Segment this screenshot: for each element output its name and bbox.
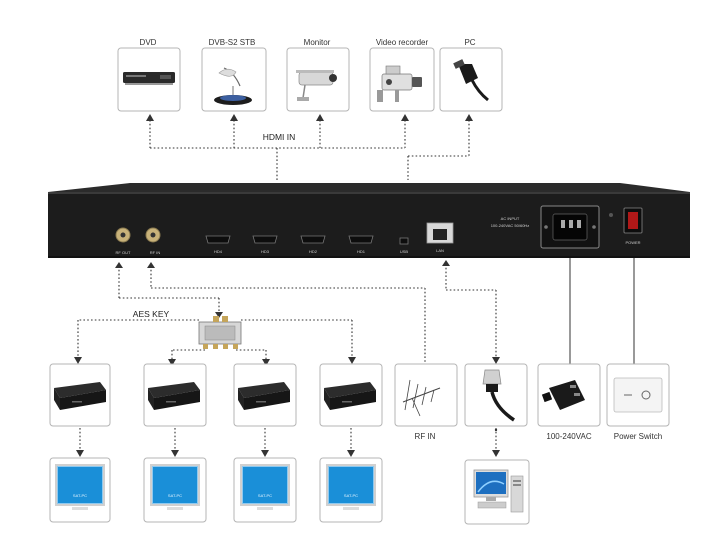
rf-in-port: RF IN [145,227,161,255]
tv-icon: SAT-PC [150,464,200,510]
set-top-box-4 [319,363,383,427]
tv-2: SAT-PC [143,457,207,523]
set-top-box-icon [148,382,200,410]
tv-icon: SAT-PC [240,464,290,510]
power-switch-label: Power Switch [614,432,662,441]
tv-1: SAT-PC [49,457,111,523]
power-connections [569,258,635,364]
hdmi-cable-icon [453,59,489,102]
tv-screen-text: SAT-PC [168,493,182,498]
power-switch-icon [613,377,663,413]
hdmi-port-3-label: HD3 [261,249,270,254]
rf-out-port: RF OUT [115,227,131,255]
aes-key-label: AES KEY [133,309,170,319]
tv-icon: SAT-PC [326,464,376,510]
source-label-stb: DVB-S2 STB [209,38,256,47]
peripheral-rf-in: RF IN [394,363,458,441]
power-plug-icon [541,380,585,410]
set-top-box-1 [49,363,111,427]
power-switch-port: POWER [623,207,643,245]
hdmi-port-4-label: HD4 [214,249,223,254]
power-label: POWER [625,240,640,245]
ethernet-cable-icon [482,369,515,422]
set-top-box-2 [143,363,207,427]
source-dvb-s2-stb: DVB-S2 STB [201,38,267,112]
hdmi-in-connections [146,114,473,180]
hdmi-in-label: HDMI IN [263,132,296,142]
tv-screen-text: SAT-PC [344,493,358,498]
rf-splitter-icon [198,316,242,349]
security-camera-icon [296,70,337,101]
source-label-pc: PC [464,38,475,47]
video-recorder-icon [377,65,422,102]
set-top-box-icon [54,382,106,410]
stb-to-tv-connections [76,428,355,457]
hdmi-port-2-label: HD2 [309,249,318,254]
rf-out-label: RF OUT [116,250,131,255]
splitter-outputs [74,319,356,366]
lan-label: LAN [436,248,444,253]
ac-input-spec: 100-240VAC 50/60Hz [491,223,530,228]
tv-screen-text: SAT-PC [73,493,87,498]
hdmi-port-1: HD1 [348,235,374,254]
ac-input: AC INPUT 100-240VAC 50/60Hz [491,205,613,249]
ac-power-label: 100-240VAC [546,432,591,441]
tv-3: SAT-PC [233,457,297,523]
rf-in-label: RF IN [150,250,161,255]
set-top-box-icon [238,382,290,410]
source-label-monitor: Monitor [304,38,331,47]
lan-port: LAN [426,222,454,253]
lan-connection [442,260,500,364]
source-label-recorder: Video recorder [376,38,429,47]
rf-connections [115,262,426,364]
tv-screen-text: SAT-PC [258,493,272,498]
hdmi-port-2: HD2 [300,235,326,254]
satellite-receiver-icon [214,67,252,105]
source-pc: PC [439,38,503,112]
tv-icon: SAT-PC [55,464,105,510]
lan-to-computer [492,428,500,457]
peripheral-lan-cable [464,363,528,427]
set-top-box-3 [233,363,297,427]
source-monitor: Monitor [286,38,350,112]
tv-4: SAT-PC [319,457,383,523]
source-video-recorder: Video recorder [369,38,435,112]
device-rear-panel: RF OUT RF IN HD4 HD3 HD2 HD1 USB [48,183,690,258]
ac-input-title: AC INPUT [501,216,520,221]
peripheral-ac-power: 100-240VAC [537,363,601,441]
hdmi-port-4: HD4 [205,235,231,254]
peripheral-power-switch: Power Switch [606,363,670,441]
hdmi-port-3: HD3 [252,235,278,254]
hdmi-port-1-label: HD1 [357,249,366,254]
computer [464,459,530,525]
desktop-computer-icon [473,469,524,513]
rf-in-peripheral-label: RF IN [415,432,436,441]
usb-port: USB [399,237,409,254]
set-top-box-icon [324,382,376,410]
source-dvd: DVD [117,38,181,112]
dvd-player-icon [123,72,175,85]
antenna-icon [402,379,441,417]
usb-label: USB [400,249,409,254]
source-label-dvd: DVD [140,38,157,47]
